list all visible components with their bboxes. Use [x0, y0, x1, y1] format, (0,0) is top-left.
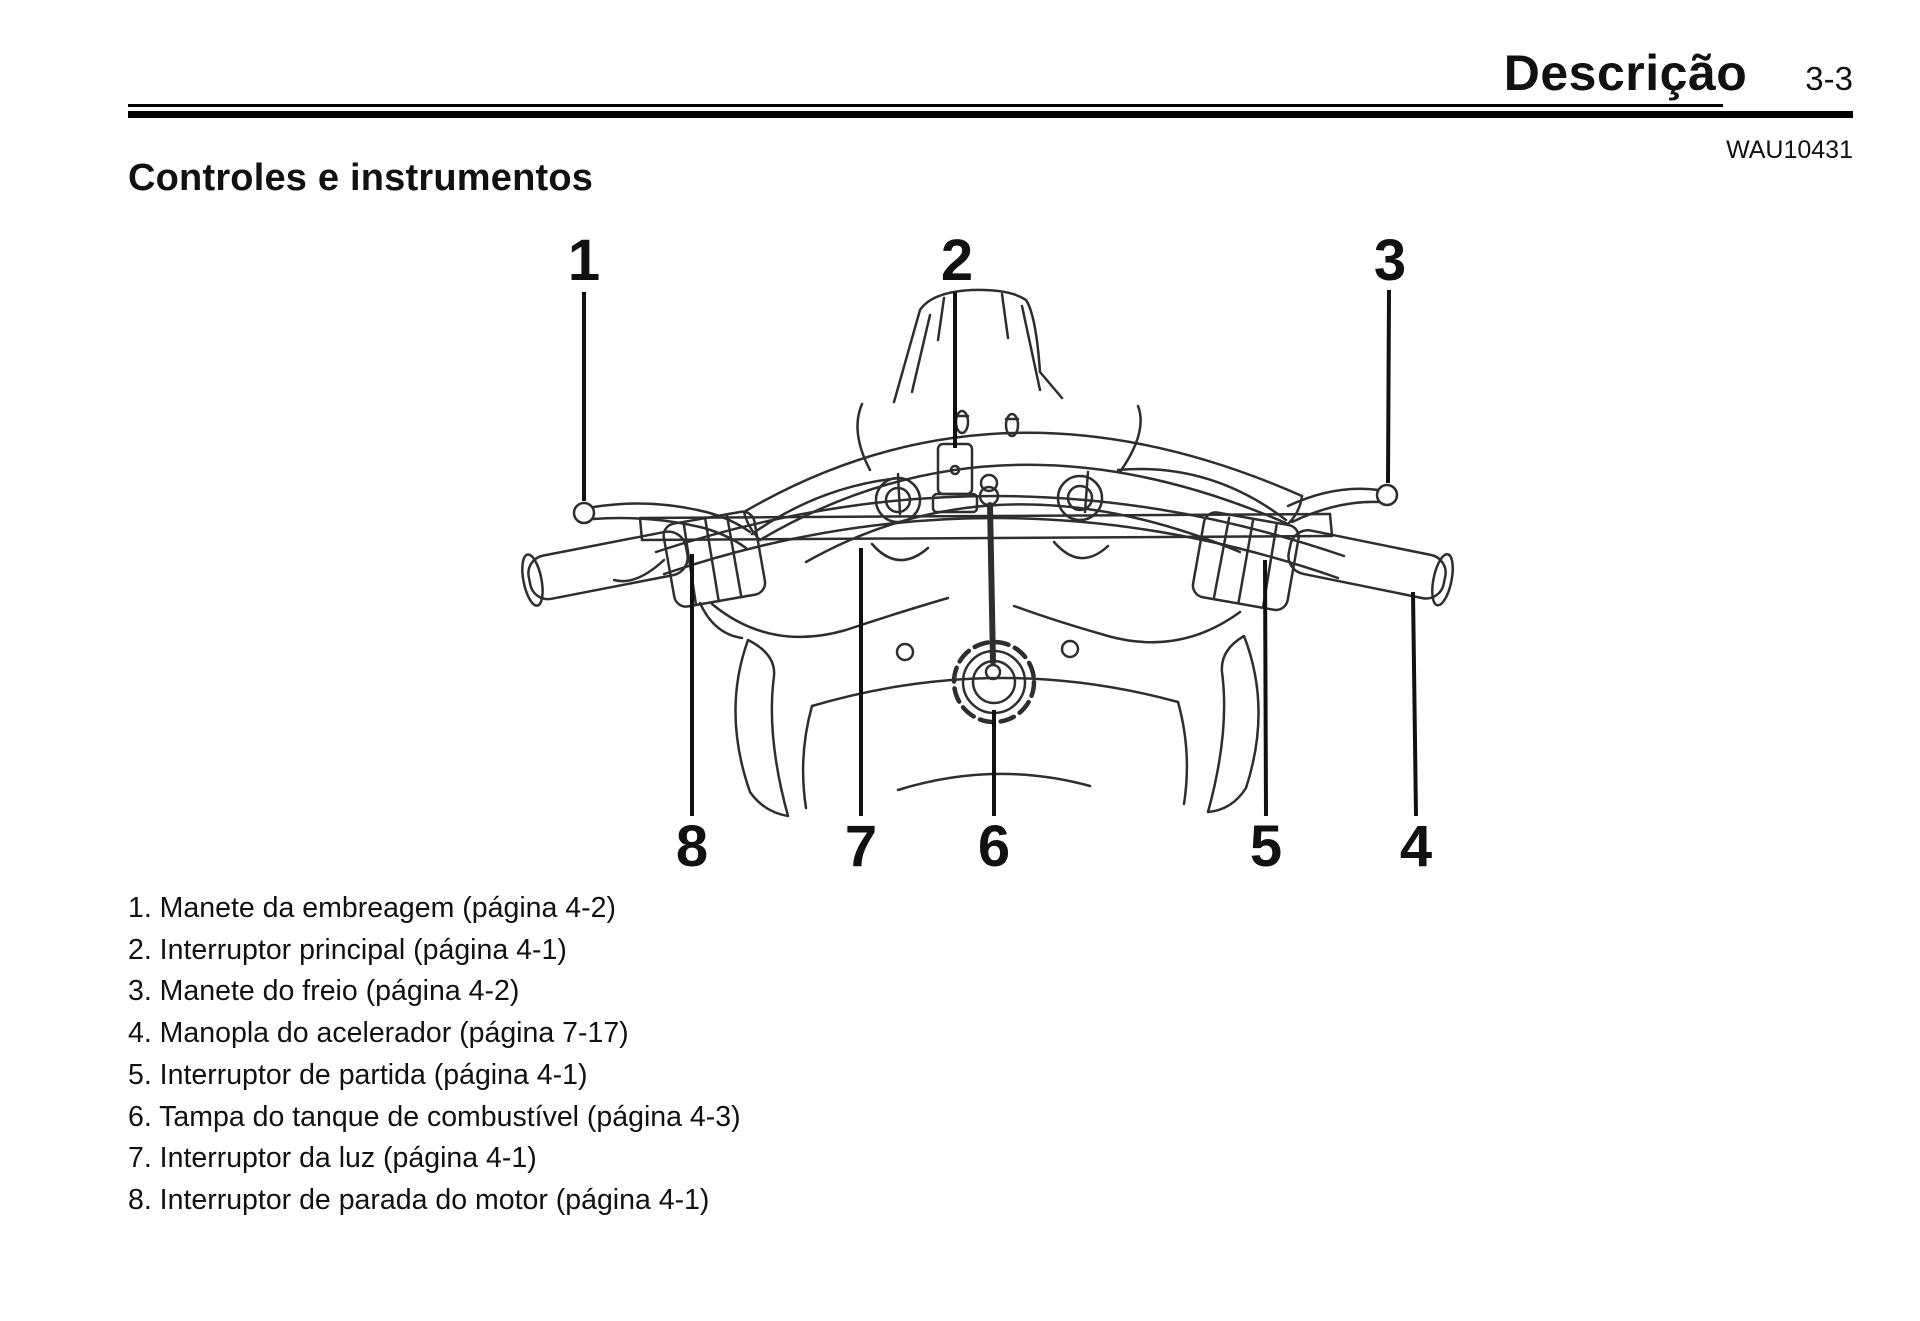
- legend-item-2: 2. Interruptor principal (página 4-1): [128, 933, 567, 966]
- page-header: Descrição 3-3: [1504, 44, 1853, 102]
- callout-4: 4: [1399, 814, 1433, 879]
- legend-item-3: 3. Manete do freio (página 4-2): [128, 975, 520, 1008]
- legend-item-5: 5. Interruptor de partida (página 4-1): [128, 1058, 588, 1091]
- legend-item-1: 1. Manete da embreagem (página 4-2): [128, 892, 616, 924]
- callout-8: 8: [675, 814, 709, 879]
- header-rule-thin: [128, 104, 1723, 107]
- legend-item-4: 4. Manopla do acelerador (página 7-17): [128, 1017, 629, 1050]
- callout-7: 7: [844, 814, 878, 879]
- callout-2: 2: [940, 228, 974, 293]
- callout-leader-lines: [582, 289, 1418, 817]
- legend-item-6: 6. Tampa do tanque de combustível (págin…: [128, 1100, 741, 1133]
- callout-5: 5: [1249, 814, 1283, 879]
- legend-item-8: 8. Interruptor de parada do motor (págin…: [128, 1183, 710, 1216]
- doc-code: WAU10431: [1726, 136, 1853, 164]
- legend-list: 1. Manete da embreagem (página 4-2) 2. I…: [128, 888, 741, 1222]
- legend-item-7: 7. Interruptor da luz (página 4-1): [128, 1142, 537, 1175]
- page-number: 3-3: [1805, 60, 1853, 97]
- header-rule-thick: [128, 111, 1853, 118]
- section-title: Descrição: [1503, 45, 1748, 101]
- callout-6: 6: [977, 814, 1011, 879]
- page-heading: Controles e instrumentos: [128, 157, 594, 199]
- callout-1: 1: [567, 228, 601, 293]
- callout-3: 3: [1373, 228, 1407, 293]
